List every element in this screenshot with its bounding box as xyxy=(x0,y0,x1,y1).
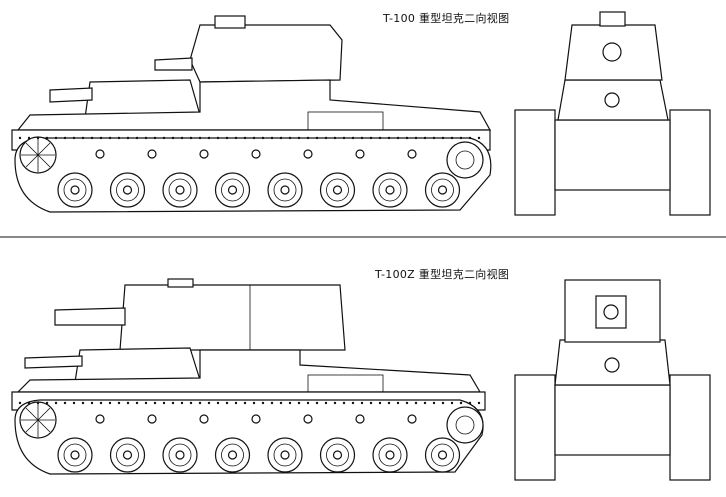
cupola xyxy=(214,15,246,29)
return-roller xyxy=(355,149,365,159)
title-t100: T-100 重型坦克二向视图 xyxy=(383,12,510,25)
return-roller xyxy=(95,414,105,424)
return-roller xyxy=(355,414,365,424)
box-turret xyxy=(119,284,346,351)
lower-mantlet xyxy=(604,92,620,108)
return-roller xyxy=(199,149,209,159)
t100z-side-view xyxy=(11,278,486,475)
lower-gun xyxy=(49,87,93,103)
return-roller xyxy=(147,149,157,159)
drive-sprocket xyxy=(446,141,484,179)
front-hull-z xyxy=(554,384,671,456)
return-roller xyxy=(407,414,417,424)
right-track-z xyxy=(669,374,711,481)
return-roller xyxy=(199,414,209,424)
right-track xyxy=(669,109,711,216)
title-t100z: T-100Z 重型坦克二向视图 xyxy=(375,268,510,281)
return-roller xyxy=(147,414,157,424)
drive-sprocket xyxy=(446,406,484,444)
t100-front-view xyxy=(514,11,711,216)
lower-mantlet-z xyxy=(604,357,620,373)
left-track-z xyxy=(514,374,556,481)
return-roller xyxy=(251,149,261,159)
return-roller xyxy=(95,149,105,159)
lower-turret-z xyxy=(74,347,201,383)
hatch xyxy=(167,278,194,288)
return-roller xyxy=(303,149,313,159)
left-track xyxy=(514,109,556,216)
upper-turret xyxy=(189,24,343,83)
barrel-muzzle xyxy=(603,304,619,320)
return-roller xyxy=(251,414,261,424)
howitzer-barrel xyxy=(54,307,126,326)
return-roller xyxy=(407,149,417,159)
gun-mantlet xyxy=(602,42,622,62)
cupola-front xyxy=(599,11,626,27)
t100z-front-view xyxy=(514,279,711,481)
lower-gun-z xyxy=(24,355,83,369)
t100-side-view xyxy=(11,15,492,213)
front-hull xyxy=(554,119,671,191)
upper-gun xyxy=(154,57,193,71)
return-roller xyxy=(303,414,313,424)
